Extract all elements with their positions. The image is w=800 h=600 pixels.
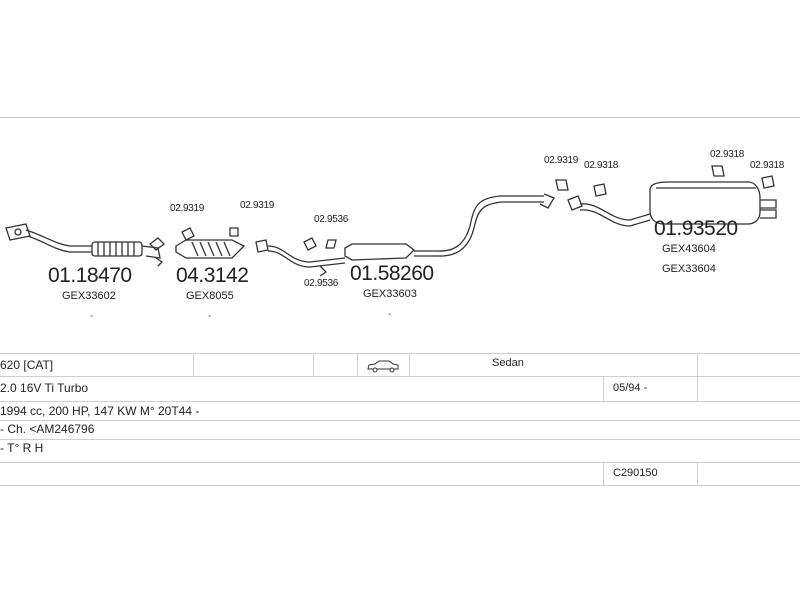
date-cell: 05/94 - — [613, 382, 648, 394]
front-pipe-01-18470 — [25, 229, 165, 267]
fitting-number: 02.9318 — [750, 160, 785, 171]
column-divider — [697, 463, 698, 485]
middle-pipe — [437, 179, 607, 257]
drive-cell: - T° R H — [0, 441, 44, 455]
table-row: - Ch. <AM246796 — [0, 421, 800, 440]
fitting-number: 02.9319 — [544, 155, 579, 166]
body-type-cell: Sedan — [492, 357, 524, 369]
front-pipe-flange — [5, 223, 31, 241]
gex-code-front-pipe: GEX33602 — [62, 290, 116, 302]
column-divider — [313, 354, 314, 376]
column-divider — [603, 377, 604, 401]
center-muffler-01-58260 — [255, 237, 438, 277]
gex-code-center-muffler: GEX33603 — [363, 288, 417, 300]
fitting-number: 02.9318 — [710, 149, 745, 160]
table-row: C290150 — [0, 463, 800, 486]
part-number-rear-silencer: 01.93520 — [654, 217, 738, 240]
engine-cell: 2.0 16V Ti Turbo — [0, 381, 89, 395]
chassis-cell: - Ch. <AM246796 — [0, 422, 95, 436]
exhaust-system-diagram — [5, 165, 777, 277]
spec-cell: 1994 cc, 200 HP, 147 KW M° 20T44 - — [0, 404, 200, 418]
table-top-line — [0, 353, 800, 354]
gex-code-rear-silencer-alt: GEX33604 — [662, 263, 716, 275]
model-cell: 620 [CAT] — [0, 358, 54, 372]
fitting-number: 02.9536 — [304, 278, 339, 289]
table-row: - T° R H — [0, 440, 800, 463]
gex-code-catalytic-converter: GEX8055 — [186, 290, 234, 302]
column-divider — [697, 377, 698, 401]
part-number-front-pipe: 01.18470 — [48, 264, 132, 287]
gex-code-rear-silencer: GEX43604 — [662, 243, 716, 255]
sedan-car-icon — [367, 360, 399, 373]
rear-silencer-01-93520 — [567, 165, 777, 227]
dot-mark: - — [90, 311, 94, 322]
column-divider — [409, 354, 410, 376]
table-row: 620 [CAT] Sedan — [0, 354, 800, 377]
fitting-number: 02.9319 — [240, 200, 275, 211]
catalytic-converter-04-3142 — [175, 227, 246, 259]
part-number-center-muffler: 01.58260 — [350, 262, 434, 285]
diagram-top-border — [0, 117, 800, 118]
column-divider — [697, 354, 698, 376]
fitting-number: 02.9319 — [170, 203, 205, 214]
part-number-catalytic-converter: 04.3142 — [176, 264, 249, 287]
table-row: 1994 cc, 200 HP, 147 KW M° 20T44 - — [0, 402, 800, 421]
fitting-number: 02.9536 — [314, 214, 349, 225]
column-divider — [603, 463, 604, 485]
column-divider — [193, 354, 194, 376]
table-row: 2.0 16V Ti Turbo 05/94 - — [0, 377, 800, 402]
column-divider — [357, 354, 358, 376]
fitting-number: 02.9318 — [584, 160, 619, 171]
dot-mark: - — [208, 311, 212, 322]
dot-mark: - — [388, 309, 392, 320]
code-cell: C290150 — [613, 467, 658, 479]
